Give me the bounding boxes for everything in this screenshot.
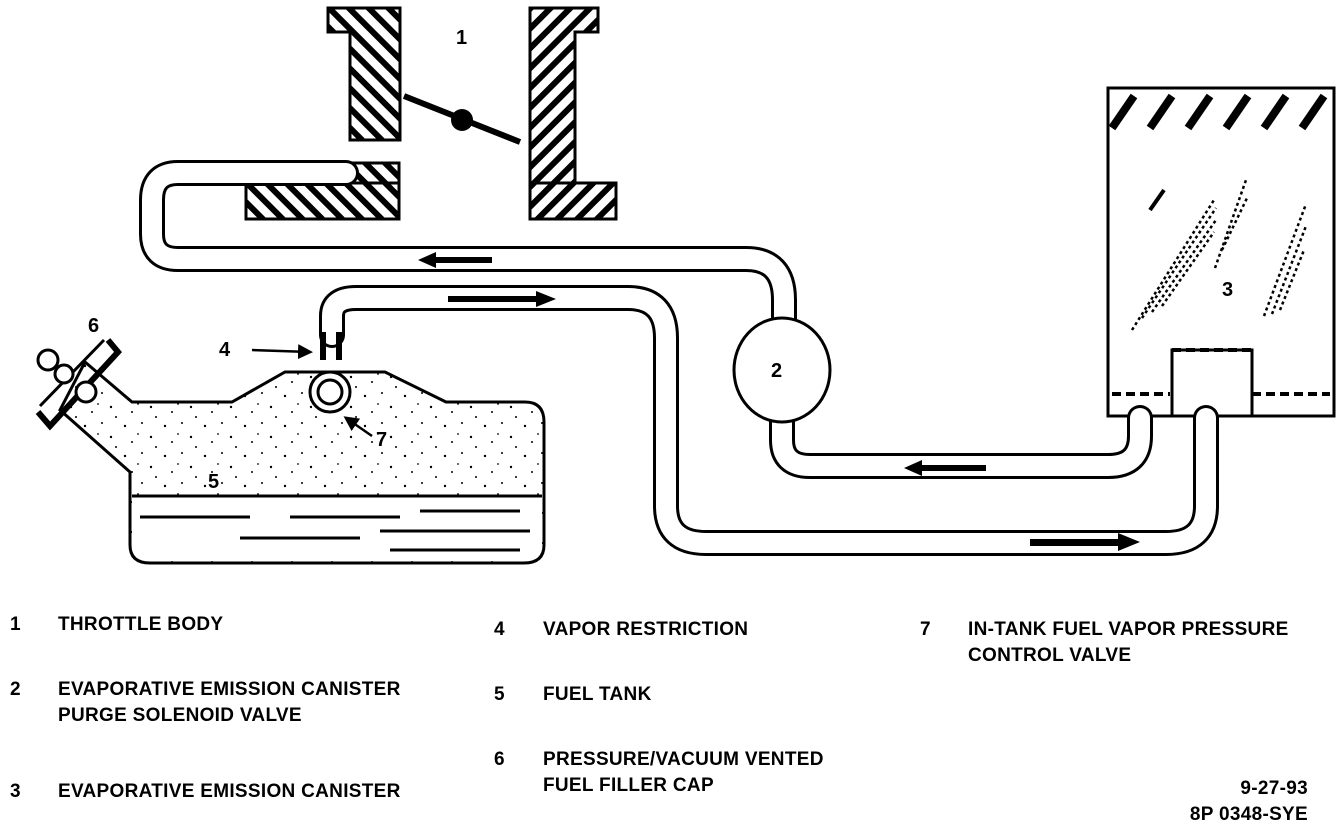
flow-arrow-from-tank (448, 291, 556, 307)
callout-7: 7 (376, 429, 387, 451)
purge-solenoid-valve (732, 316, 832, 424)
fuel-filler-cap (35, 338, 122, 431)
fuel-tank (58, 359, 546, 565)
legend-label: PRESSURE/VACUUM VENTED FUEL FILLER CAP (543, 749, 824, 796)
flow-arrow-to-throttle (418, 252, 492, 268)
canister-inner-chamber (1170, 348, 1254, 418)
flow-arrows (418, 252, 1140, 551)
throttle-shaft (451, 109, 473, 131)
legend-number: 6 (494, 749, 505, 770)
vapor-pressure-control-valve (308, 370, 352, 414)
figure-code: 8P 0348-SYE (1189, 804, 1308, 825)
legend-label: IN-TANK FUEL VAPOR PRESSURE CONTROL VALV… (968, 619, 1289, 666)
throttle-body-right-base (528, 181, 618, 221)
legend-number: 2 (10, 679, 21, 700)
legend-number: 7 (920, 619, 931, 640)
callout-6: 6 (88, 315, 99, 337)
vapor-restriction (320, 332, 342, 360)
legend-label: THROTTLE BODY (58, 614, 224, 635)
legend-number: 1 (10, 614, 21, 635)
evap-system-diagram: 1 2 3 4 5 6 7 (35, 6, 1336, 565)
legend-number: 3 (10, 781, 21, 802)
flow-arrow-to-canister (1030, 533, 1140, 551)
callout-3: 3 (1222, 279, 1233, 301)
canister-carbon-shading (1130, 179, 1308, 331)
callout-arrows (251, 344, 373, 438)
legend-label: EVAPORATIVE EMISSION CANISTER (58, 781, 401, 802)
callout-4: 4 (219, 339, 231, 361)
legend-label: VAPOR RESTRICTION (543, 619, 749, 640)
legend-label: FUEL TANK (543, 684, 652, 705)
throttle-body-left-base (244, 181, 401, 221)
callout-2: 2 (771, 360, 782, 382)
legend-number: 5 (494, 684, 505, 705)
fuel-level-lines (140, 509, 530, 552)
throttle-body-left-wall (326, 6, 402, 142)
callout-1: 1 (456, 27, 467, 49)
throttle-body-right-wall (528, 6, 600, 185)
throttle-body (244, 6, 618, 221)
flow-arrow-to-purge-valve (904, 460, 986, 476)
legend-label: EVAPORATIVE EMISSION CANISTER PURGE SOLE… (58, 679, 401, 726)
legend-number: 4 (494, 619, 505, 640)
figure-date: 9-27-93 (1240, 778, 1308, 799)
canister-top-hatching (1108, 93, 1328, 131)
evap-canister (1106, 86, 1336, 418)
callout-5: 5 (208, 471, 219, 493)
canister-streak (1148, 188, 1166, 212)
